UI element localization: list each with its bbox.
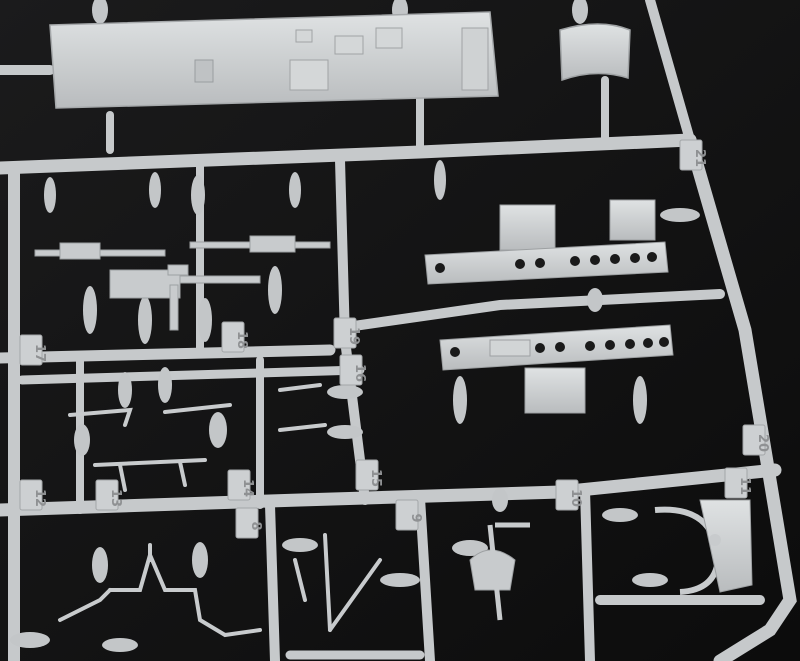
hull-panel-part xyxy=(49,11,499,109)
part-number: 20 xyxy=(755,434,770,452)
part-number: 8 xyxy=(248,521,263,530)
part-number: 16 xyxy=(352,364,367,382)
part-number: 21 xyxy=(692,149,707,167)
part-number: 14 xyxy=(240,479,255,497)
part-number: 10 xyxy=(568,489,583,507)
part-number: 11 xyxy=(737,477,752,495)
part-number: 18 xyxy=(234,331,249,349)
part-number-tabs xyxy=(19,139,766,539)
ammo-rack-parts xyxy=(424,199,674,414)
part-number: 12 xyxy=(32,489,47,507)
part-number: 19 xyxy=(346,327,361,345)
rack-holes xyxy=(435,252,669,357)
sprue-gates xyxy=(10,0,700,652)
part-number: 17 xyxy=(32,344,47,362)
curved-shield-part xyxy=(559,23,631,82)
part-number: 13 xyxy=(108,489,123,507)
part-number-labels: 12 13 14 15 16 17 18 19 8 9 10 11 20 21 xyxy=(32,149,770,531)
mount-parts xyxy=(469,499,753,621)
part-number: 9 xyxy=(408,513,423,522)
part-number: 15 xyxy=(368,469,383,487)
tripod-parts xyxy=(58,383,382,638)
machine-gun-parts xyxy=(34,235,331,331)
